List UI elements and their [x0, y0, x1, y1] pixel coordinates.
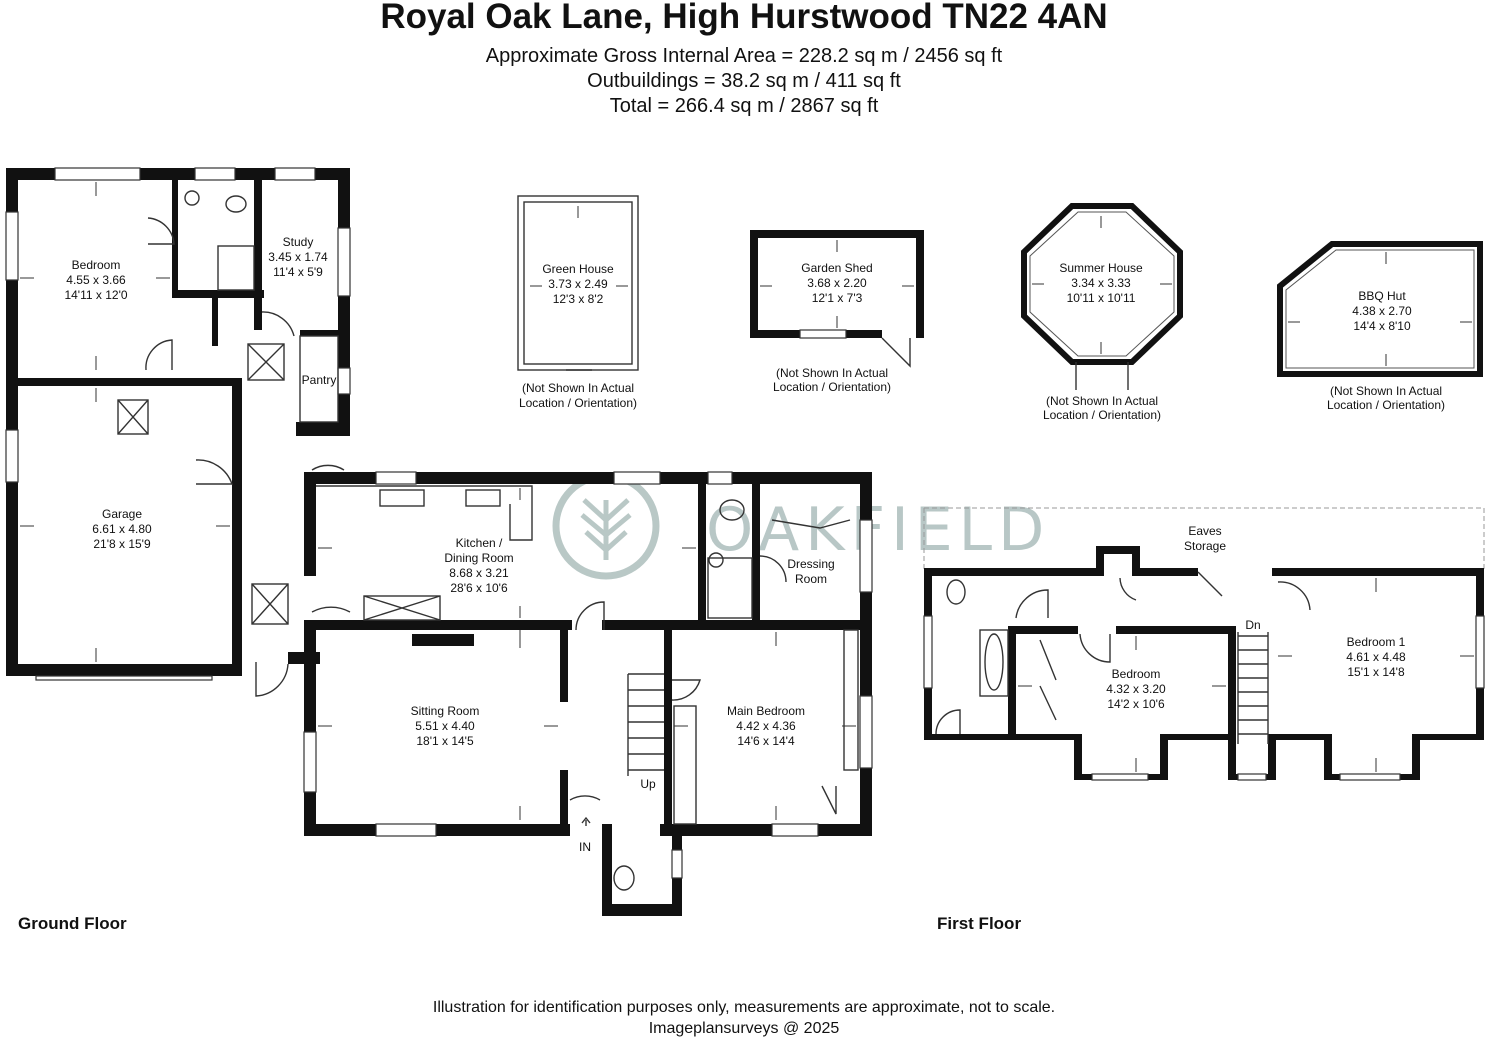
total-area-text: Total = 266.4 sq m / 2867 sq ft — [609, 95, 879, 117]
svg-text:21'8 x 15'9: 21'8 x 15'9 — [93, 537, 151, 551]
first-floor-plan — [923, 507, 1485, 781]
credit-text: Imageplansurveys @ 2025 — [648, 1020, 840, 1037]
svg-text:Dressing: Dressing — [787, 557, 834, 571]
svg-text:Main Bedroom: Main Bedroom — [727, 704, 805, 718]
svg-text:5.51 x 4.40: 5.51 x 4.40 — [415, 719, 475, 733]
label-stairs-down: Dn — [1245, 618, 1260, 632]
label-stairs-up: Up — [640, 777, 656, 791]
page-title: Royal Oak Lane, High Hurstwood TN22 4AN — [380, 0, 1108, 36]
svg-text:12'3 x 8'2: 12'3 x 8'2 — [553, 292, 604, 306]
svg-text:(Not Shown In Actual: (Not Shown In Actual — [776, 366, 888, 380]
svg-text:Dining Room: Dining Room — [444, 551, 513, 565]
label-entrance: IN — [579, 840, 591, 854]
svg-text:Location / Orientation): Location / Orientation) — [519, 396, 637, 410]
svg-text:6.61 x 4.80: 6.61 x 4.80 — [92, 522, 152, 536]
svg-text:15'1 x 14'8: 15'1 x 14'8 — [1347, 665, 1405, 679]
svg-text:Kitchen /: Kitchen / — [456, 536, 503, 550]
label-main-bedroom: Main Bedroom 4.42 x 4.36 14'6 x 14'4 — [727, 704, 805, 748]
svg-text:4.55 x 3.66: 4.55 x 3.66 — [66, 273, 126, 287]
label-eaves-storage: Eaves Storage — [1184, 524, 1226, 553]
label-kitchen: Kitchen / Dining Room 8.68 x 3.21 28'6 x… — [444, 536, 513, 595]
label-study: Study 3.45 x 1.74 11'4 x 5'9 — [268, 235, 328, 279]
svg-text:14'6 x 14'4: 14'6 x 14'4 — [737, 734, 795, 748]
svg-text:Eaves: Eaves — [1188, 524, 1221, 538]
svg-text:Bedroom: Bedroom — [1112, 667, 1161, 681]
svg-text:12'1 x 7'3: 12'1 x 7'3 — [812, 291, 863, 305]
dimension-arrows — [20, 182, 1474, 820]
label-bedroom-1: Bedroom 1 4.61 x 4.48 15'1 x 14'8 — [1346, 635, 1406, 679]
first-floor-label: First Floor — [937, 914, 1022, 933]
svg-text:Bedroom: Bedroom — [72, 258, 121, 272]
svg-text:Bedroom 1: Bedroom 1 — [1347, 635, 1406, 649]
svg-text:4.38 x 2.70: 4.38 x 2.70 — [1352, 304, 1412, 318]
label-dressing-room: Dressing Room — [787, 557, 834, 586]
svg-text:14'2 x 10'6: 14'2 x 10'6 — [1107, 697, 1165, 711]
label-garage: Garage 6.61 x 4.80 21'8 x 15'9 — [92, 507, 152, 551]
svg-text:8.68 x 3.21: 8.68 x 3.21 — [449, 566, 509, 580]
svg-text:3.45 x 1.74: 3.45 x 1.74 — [268, 250, 328, 264]
svg-text:4.32 x 3.20: 4.32 x 3.20 — [1106, 682, 1166, 696]
svg-text:Location / Orientation): Location / Orientation) — [1043, 408, 1161, 422]
svg-text:14'11 x 12'0: 14'11 x 12'0 — [64, 288, 127, 302]
logo-wordmark: OAKFIELD — [706, 495, 1050, 565]
svg-text:4.42 x 4.36: 4.42 x 4.36 — [736, 719, 796, 733]
svg-text:Location / Orientation): Location / Orientation) — [773, 380, 891, 394]
oakfield-logo: OAKFIELD — [552, 472, 1050, 580]
svg-text:18'1 x 14'5: 18'1 x 14'5 — [416, 734, 474, 748]
label-bedroom-gf: Bedroom 4.55 x 3.66 14'11 x 12'0 — [64, 258, 127, 302]
svg-text:Green House: Green House — [542, 262, 614, 276]
summer-house-plan: Summer House 3.34 x 3.33 10'11 x 10'11 (… — [1021, 203, 1183, 422]
svg-text:28'6 x 10'6: 28'6 x 10'6 — [450, 581, 508, 595]
outbuildings-area-text: Outbuildings = 38.2 sq m / 411 sq ft — [587, 70, 901, 92]
label-bedroom-ff: Bedroom 4.32 x 3.20 14'2 x 10'6 — [1106, 667, 1166, 711]
svg-text:Storage: Storage — [1184, 539, 1226, 553]
svg-text:11'4 x 5'9: 11'4 x 5'9 — [273, 265, 323, 279]
svg-text:(Not Shown In Actual: (Not Shown In Actual — [1330, 384, 1442, 398]
svg-text:3.68 x 2.20: 3.68 x 2.20 — [807, 276, 867, 290]
svg-text:Sitting Room: Sitting Room — [411, 704, 480, 718]
svg-text:Garden Shed: Garden Shed — [801, 261, 872, 275]
svg-text:Study: Study — [283, 235, 314, 249]
label-sitting-room: Sitting Room 5.51 x 4.40 18'1 x 14'5 — [411, 704, 480, 748]
svg-text:Room: Room — [795, 572, 827, 586]
svg-text:BBQ Hut: BBQ Hut — [1358, 289, 1406, 303]
svg-text:(Not Shown In Actual: (Not Shown In Actual — [522, 381, 634, 395]
svg-text:Summer House: Summer House — [1059, 261, 1143, 275]
ground-floor-label: Ground Floor — [18, 914, 127, 933]
svg-text:4.61 x 4.48: 4.61 x 4.48 — [1346, 650, 1406, 664]
svg-text:Location / Orientation): Location / Orientation) — [1327, 398, 1445, 412]
gross-area-text: Approximate Gross Internal Area = 228.2 … — [485, 45, 1003, 67]
svg-text:10'11 x 10'11: 10'11 x 10'11 — [1067, 291, 1136, 305]
bbq-hut-plan: BBQ Hut 4.38 x 2.70 14'4 x 8'10 (Not Sho… — [1277, 241, 1483, 412]
svg-text:14'4 x 8'10: 14'4 x 8'10 — [1353, 319, 1411, 333]
ground-floor-plan — [5, 167, 873, 916]
svg-text:(Not Shown In Actual: (Not Shown In Actual — [1046, 394, 1158, 408]
svg-text:Garage: Garage — [102, 507, 142, 521]
greenhouse-plan: Green House 3.73 x 2.49 12'3 x 8'2 (Not … — [517, 195, 639, 410]
label-pantry: Pantry — [302, 373, 337, 387]
garden-shed-plan: Garden Shed 3.68 x 2.20 12'1 x 7'3 (Not … — [750, 230, 924, 394]
disclaimer-text: Illustration for identification purposes… — [432, 999, 1056, 1016]
svg-text:3.73 x 2.49: 3.73 x 2.49 — [548, 277, 608, 291]
svg-text:3.34 x 3.33: 3.34 x 3.33 — [1071, 276, 1131, 290]
